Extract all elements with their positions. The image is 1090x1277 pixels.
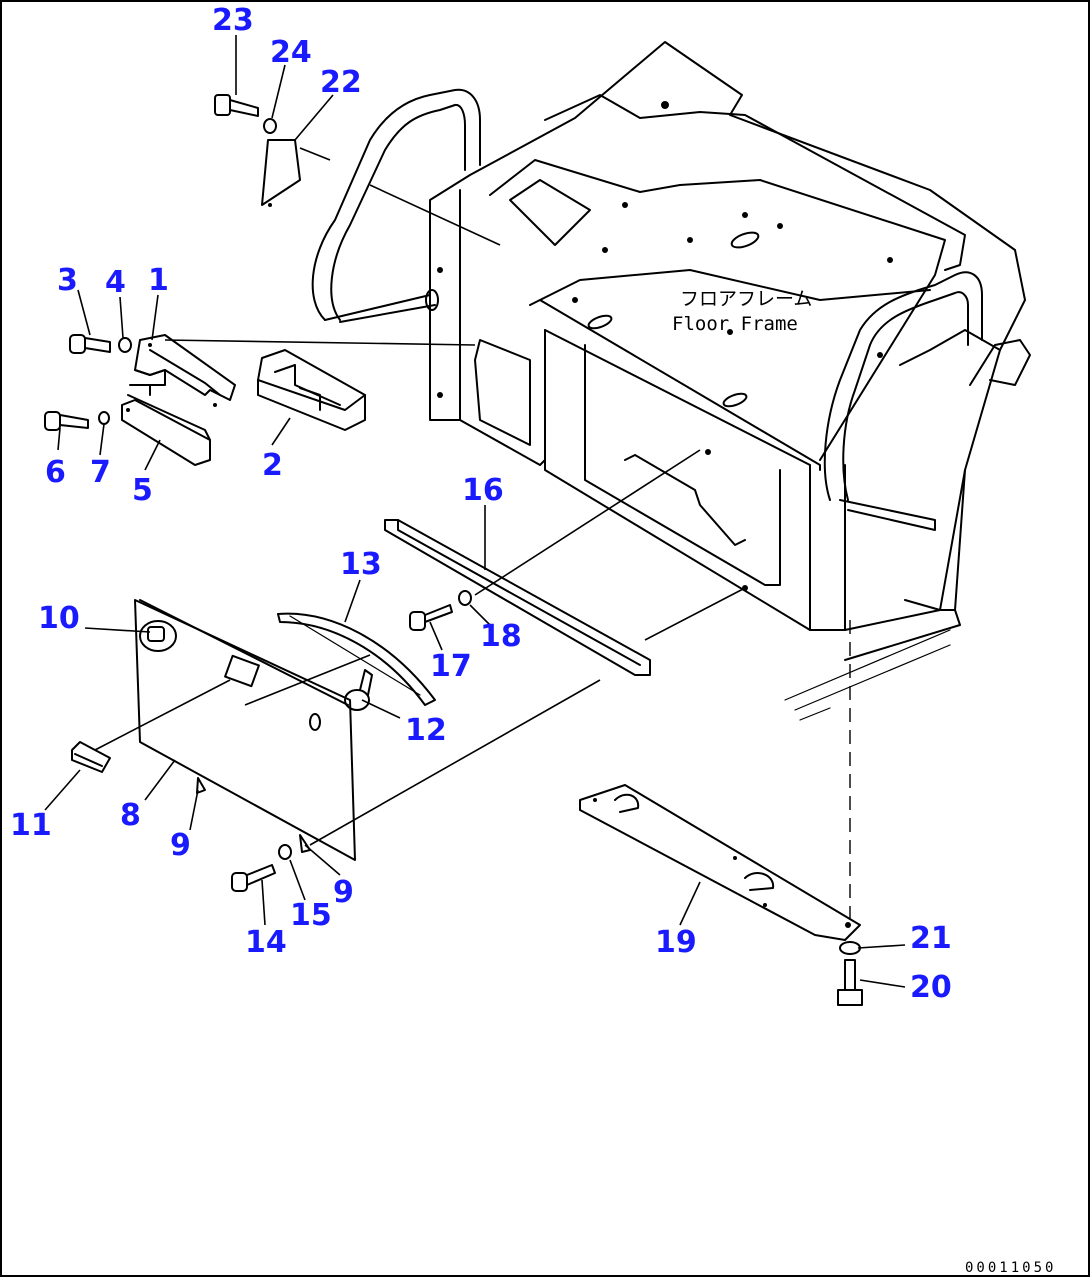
- part-23-bolt: [214, 94, 259, 117]
- part-13-seal: [277, 612, 436, 706]
- callout-2: 2: [262, 448, 283, 483]
- callout-13: 13: [340, 547, 382, 582]
- callout-22: 22: [320, 65, 362, 100]
- callout-6: 6: [45, 455, 66, 490]
- drawing-number: 00011050: [965, 1260, 1056, 1276]
- callout-9b: 9: [333, 875, 354, 910]
- left-handrail: [311, 88, 481, 323]
- callout-10: 10: [38, 601, 80, 636]
- part-17-bolt: [409, 604, 453, 631]
- part-11-handle: [71, 741, 111, 773]
- part-15-washer: [278, 844, 292, 860]
- part-24-washer: [263, 118, 277, 134]
- callout-12: 12: [405, 713, 447, 748]
- callout-19: 19: [655, 925, 697, 960]
- part-22-plate: [261, 139, 301, 207]
- callout-4: 4: [105, 265, 126, 300]
- assembly-lines: [94, 147, 851, 925]
- part-21-washer: [839, 941, 861, 955]
- part-18-washer: [458, 590, 472, 606]
- callout-18: 18: [480, 619, 522, 654]
- callout-14: 14: [245, 925, 287, 960]
- part-10-lock: [139, 620, 177, 652]
- callout-21: 21: [910, 921, 952, 956]
- part-3-bolt: [69, 334, 111, 354]
- callout-15: 15: [290, 898, 332, 933]
- part-8-cover-panel: [134, 599, 356, 861]
- callout-9a: 9: [170, 828, 191, 863]
- part-1-bracket: [134, 334, 236, 407]
- callout-16: 16: [462, 473, 504, 508]
- part-19-plate: [579, 784, 861, 941]
- callout-24: 24: [270, 35, 312, 70]
- part-16-rail: [384, 519, 651, 676]
- floor-frame-label-jp: フロアフレーム: [680, 288, 812, 310]
- part-14-bolt: [231, 864, 276, 892]
- part-7-washer: [98, 411, 110, 425]
- part-12-latch: [344, 669, 373, 711]
- right-handrail: [823, 271, 983, 531]
- floor-frame-label-en: Floor Frame: [672, 313, 798, 335]
- callout-20: 20: [910, 970, 952, 1005]
- callout-8: 8: [120, 798, 141, 833]
- callout-1: 1: [148, 263, 169, 298]
- callout-17: 17: [430, 649, 472, 684]
- callouts: 23 24 22 3 4 1 6 7 5 2 10 13 12 16 17 18…: [10, 3, 952, 1005]
- callout-5: 5: [132, 473, 153, 508]
- side-hook: [969, 339, 1031, 386]
- callout-leaders: [44, 35, 906, 988]
- part-6-bolt: [44, 411, 89, 431]
- part-20-bolt: [837, 959, 863, 1006]
- part-2-box: [257, 349, 366, 431]
- callout-3: 3: [57, 263, 78, 298]
- callout-23: 23: [212, 3, 254, 38]
- callout-11: 11: [10, 808, 52, 843]
- part-4-washer: [118, 337, 132, 353]
- part-5-bracket: [121, 384, 211, 466]
- floor-frame: [429, 41, 1026, 721]
- callout-7: 7: [90, 455, 111, 490]
